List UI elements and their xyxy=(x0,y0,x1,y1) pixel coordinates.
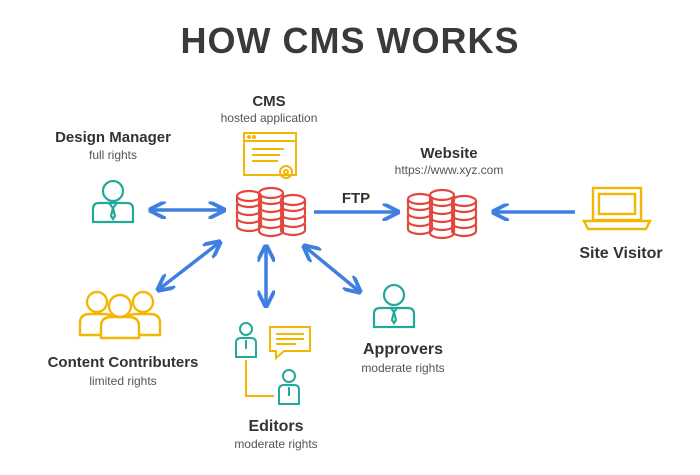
laptop-icon xyxy=(582,186,652,231)
editors-sublabel: moderate rights xyxy=(234,437,318,451)
website-label: Website xyxy=(420,145,478,162)
cms-label: CMS xyxy=(252,93,286,110)
editors-icon xyxy=(235,322,311,405)
content-contributors-label: Content Contributers xyxy=(47,354,199,371)
application-window-icon xyxy=(243,132,297,179)
site-visitor-label: Site Visitor xyxy=(579,245,663,262)
arrow-cms-approvers xyxy=(304,246,360,292)
chat-icon xyxy=(269,326,311,361)
cms-database-icon xyxy=(235,186,307,238)
ftp-label: FTP xyxy=(341,190,371,207)
page-title: HOW CMS WORKS xyxy=(180,20,520,61)
approvers-label: Approvers xyxy=(362,341,444,358)
arrows xyxy=(150,210,575,306)
website-sublabel: https://www.xyz.com xyxy=(394,163,504,177)
arrow-cms-contributors xyxy=(158,242,220,290)
website-database-icon xyxy=(406,188,478,240)
approvers-sublabel: moderate rights xyxy=(361,361,445,375)
editor-person-icon xyxy=(278,369,300,405)
editors-label: Editors xyxy=(248,418,304,435)
group-icon xyxy=(78,290,162,340)
design-manager-person-icon xyxy=(91,179,135,224)
approvers-person-icon xyxy=(372,283,416,329)
editor-person-icon xyxy=(235,322,257,358)
design-manager-label: Design Manager xyxy=(55,129,171,146)
content-contributors-sublabel: limited rights xyxy=(89,374,157,388)
design-manager-sublabel: full rights xyxy=(88,148,138,162)
cms-sublabel: hosted application xyxy=(220,111,318,125)
